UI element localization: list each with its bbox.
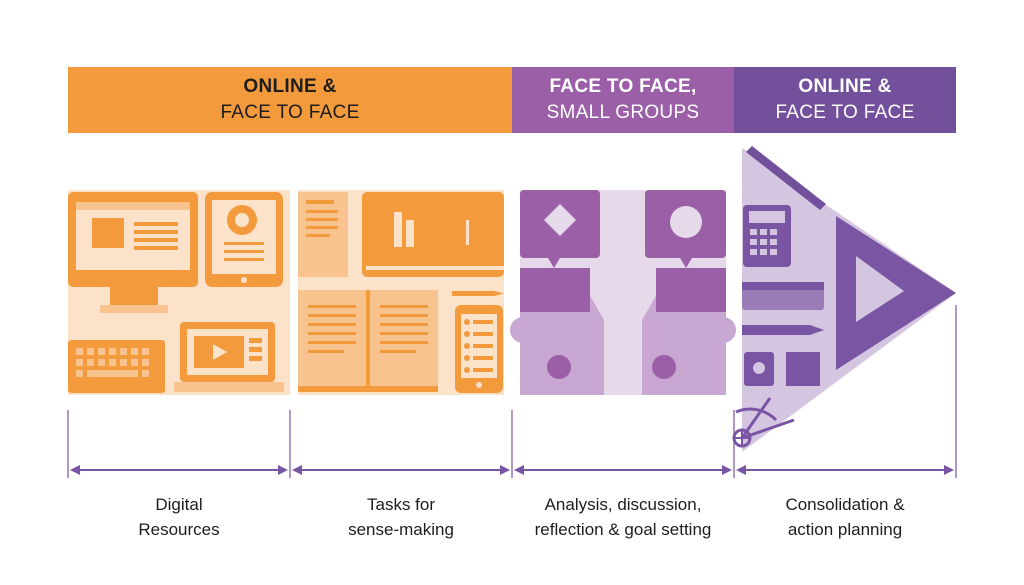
open-book-icon [298,290,438,392]
panel-digital-resources [68,190,290,395]
timeline [67,305,957,478]
phase-1-subtitle: FACE TO FACE [220,102,360,123]
phone-icon [455,305,503,393]
book-icon [362,192,504,277]
tablet-icon [205,192,283,287]
panel-consolidation [732,146,956,452]
step-1-line-2: Resources [138,520,220,539]
calculator-icon [743,205,791,267]
pen-icon [742,325,824,335]
speech-bubble-circle-icon [645,190,726,268]
keyboard-icon [68,340,165,393]
step-caption-analysis: Analysis, discussion, reflection & goal … [506,492,740,544]
timeline-arrow-4 [736,465,954,475]
phase-band-face-to-face-small-groups: FACE TO FACE, SMALL GROUPS [512,67,734,133]
ruler-icon [746,146,826,210]
step-1-line-1: Digital [155,495,203,514]
phase-2-title: FACE TO FACE, [549,76,697,97]
step-caption-tasks: Tasks for sense-making [290,492,512,544]
timeline-arrow-3 [514,465,732,475]
step-4-line-2: action planning [787,520,903,539]
speech-bubble-diamond-icon [520,190,600,268]
step-2-line-2: sense-making [348,520,454,539]
eraser-icon [742,282,824,310]
step-3-line-2: reflection & goal setting [534,520,712,539]
desktop-monitor-icon [68,192,198,313]
step-4-line-1: Consolidation & [785,495,905,514]
timeline-arrow-1 [70,465,288,475]
step-2-line-1: Tasks for [366,495,436,514]
panel-tasks [298,190,504,395]
timeline-arrow-2 [292,465,510,475]
phase-3-title: ONLINE & [798,76,892,97]
phase-2-subtitle: SMALL GROUPS [546,102,700,123]
sharpener-icon [744,352,820,386]
compass-icon [732,397,795,448]
phase-band-online-face-to-face-2: ONLINE & FACE TO FACE [734,67,956,133]
step-caption-digital-resources: Digital Resources [68,492,290,544]
panel-discussion [510,190,736,395]
phase-1-title: ONLINE & [243,76,337,97]
pencil-icon [452,291,504,296]
laptop-video-icon [174,322,284,392]
two-people-icon [510,268,736,395]
step-caption-consolidation: Consolidation & action planning [734,492,956,544]
document-icon [298,192,348,277]
set-square-icon [836,216,956,370]
phase-3-subtitle: FACE TO FACE [775,102,915,123]
phase-band-online-face-to-face-1: ONLINE & FACE TO FACE [68,67,512,133]
step-3-line-1: Analysis, discussion, [544,495,702,514]
